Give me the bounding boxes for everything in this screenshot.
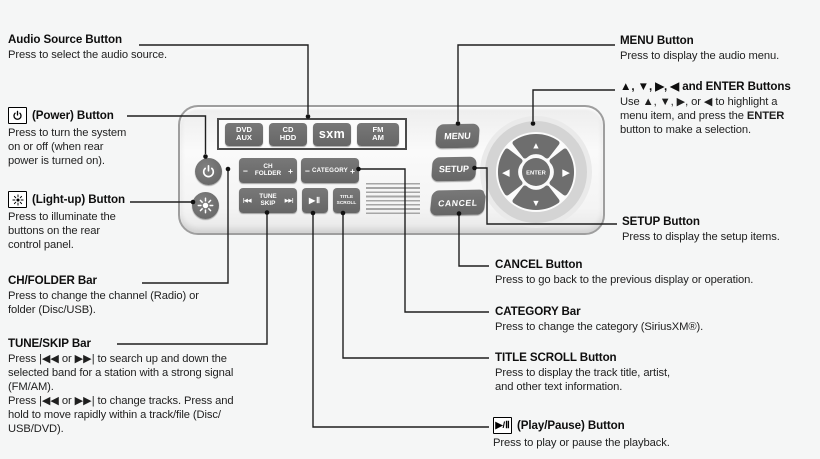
left-arrow-icon: ◀ — [502, 167, 511, 177]
light-up-button — [192, 192, 219, 219]
fm-am-button: FM AM — [357, 122, 399, 146]
speaker-grille — [366, 183, 420, 214]
plus-icon: + — [288, 165, 293, 176]
callout-heading: (Play/Pause) Button — [517, 419, 625, 432]
callout-heading: MENU Button — [620, 34, 694, 47]
play-pause-icon: ▶/Ⅱ — [493, 417, 512, 434]
ch-folder-bar: − CH FOLDER + — [239, 158, 297, 183]
plus-icon: + — [350, 165, 355, 176]
callout-title-scroll: TITLE SCROLL Button Press to display the… — [495, 351, 670, 393]
callout-heading: CATEGORY Bar — [495, 305, 581, 318]
fast-forward-icon: ▶▶| — [284, 197, 294, 204]
callout-arrows-enter: ▲, ▼, ▶, ◀ and ENTER Buttons Use ▲, ▼, ▶… — [620, 80, 791, 136]
title-scroll-button: TITLE SCROLL — [333, 188, 360, 213]
callout-heading: TUNE/SKIP Bar — [8, 337, 91, 350]
sun-icon — [197, 197, 214, 214]
callout-audio-source: Audio Source Button Press to select the … — [8, 33, 168, 61]
callout-menu: MENU Button Press to display the audio m… — [620, 34, 780, 62]
power-button — [195, 158, 222, 185]
callout-ch-folder: CH/FOLDER Bar Press to change the channe… — [8, 274, 199, 316]
callout-play-pause: ▶/Ⅱ (Play/Pause) Button Press to play or… — [493, 417, 670, 449]
dvd-aux-button: DVD AUX — [225, 122, 263, 146]
directional-pad: ▲ ▼ ◀ ▶ ENTER — [480, 116, 592, 228]
callout-heading: CH/FOLDER Bar — [8, 274, 97, 287]
callout-heading: ▲, ▼, ▶, ◀ and ENTER Buttons — [620, 80, 791, 93]
callout-heading: CANCEL Button — [495, 258, 583, 271]
sxm-button: sxm — [313, 122, 351, 146]
up-arrow-icon: ▲ — [532, 141, 541, 151]
play-pause-button: ▶Ⅱ — [302, 188, 328, 213]
callout-heading: TITLE SCROLL Button — [495, 351, 617, 364]
minus-icon: − — [243, 165, 248, 176]
enter-button-label: ENTER — [526, 170, 546, 176]
callout-setup: SETUP Button Press to display the setup … — [622, 215, 780, 243]
tune-skip-bar: |◀◀ TUNE SKIP ▶▶| — [239, 188, 297, 213]
cd-hdd-button: CD HDD — [269, 122, 307, 146]
callout-category: CATEGORY Bar Press to change the categor… — [495, 305, 704, 333]
down-arrow-icon: ▼ — [532, 198, 541, 208]
minus-icon: − — [305, 165, 310, 176]
callout-heading: (Power) Button — [32, 109, 114, 122]
setup-button: SETUP — [431, 156, 477, 182]
right-arrow-icon: ▶ — [562, 167, 571, 177]
sun-icon — [8, 191, 27, 208]
rear-control-panel-illustration: DVD AUX CD HDD sxm FM AM — [178, 105, 605, 235]
category-bar: − CATEGORY + — [301, 158, 359, 183]
power-icon — [202, 165, 215, 178]
menu-button: MENU — [435, 123, 480, 149]
rewind-icon: |◀◀ — [243, 197, 252, 204]
callout-tune-skip: TUNE/SKIP Bar Press |◀◀ or ▶▶| to search… — [8, 337, 234, 435]
callout-light-up: (Light-up) Button Press to illuminate th… — [8, 191, 125, 251]
callout-cancel: CANCEL Button Press to go back to the pr… — [495, 258, 754, 286]
audio-source-button-group: DVD AUX CD HDD sxm FM AM — [217, 118, 407, 150]
callout-heading: Audio Source Button — [8, 33, 123, 46]
power-icon — [8, 107, 27, 124]
callout-heading: (Light-up) Button — [32, 193, 125, 206]
dpad-up-button — [512, 134, 560, 159]
callout-heading: SETUP Button — [622, 215, 700, 228]
